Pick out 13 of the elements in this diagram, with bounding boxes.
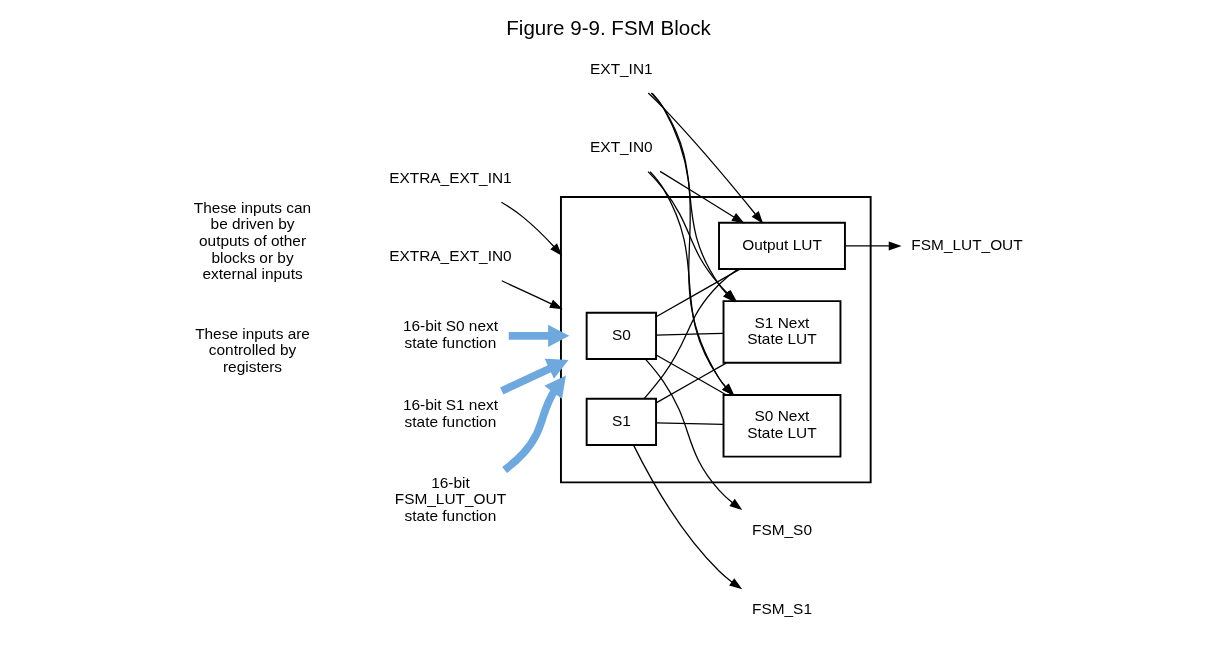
label: These inputs are controlled by registers [195,324,310,375]
node-text: 16-bit S1 next state function [402,395,498,430]
node-text: FSM_S1 [752,599,812,617]
node-text: EXTRA_EXT_IN0 [389,247,512,265]
node-text: 16-bit FSM_LUT_OUT state function [394,473,507,525]
node-text: EXT_IN1 [590,59,653,77]
node-text: EXTRA_EXT_IN1 [389,169,512,187]
diagram-title: Figure 9-9. FSM Block [506,15,711,39]
node-text: FSM_LUT_OUT [911,235,1023,253]
node-text: 16-bit S0 next state function [402,317,498,352]
label: These inputs can be driven by outputs of other blocks or by external inputs [193,198,312,283]
node-text: FSM_S0 [752,521,812,539]
node-text: EXT_IN0 [590,138,653,156]
